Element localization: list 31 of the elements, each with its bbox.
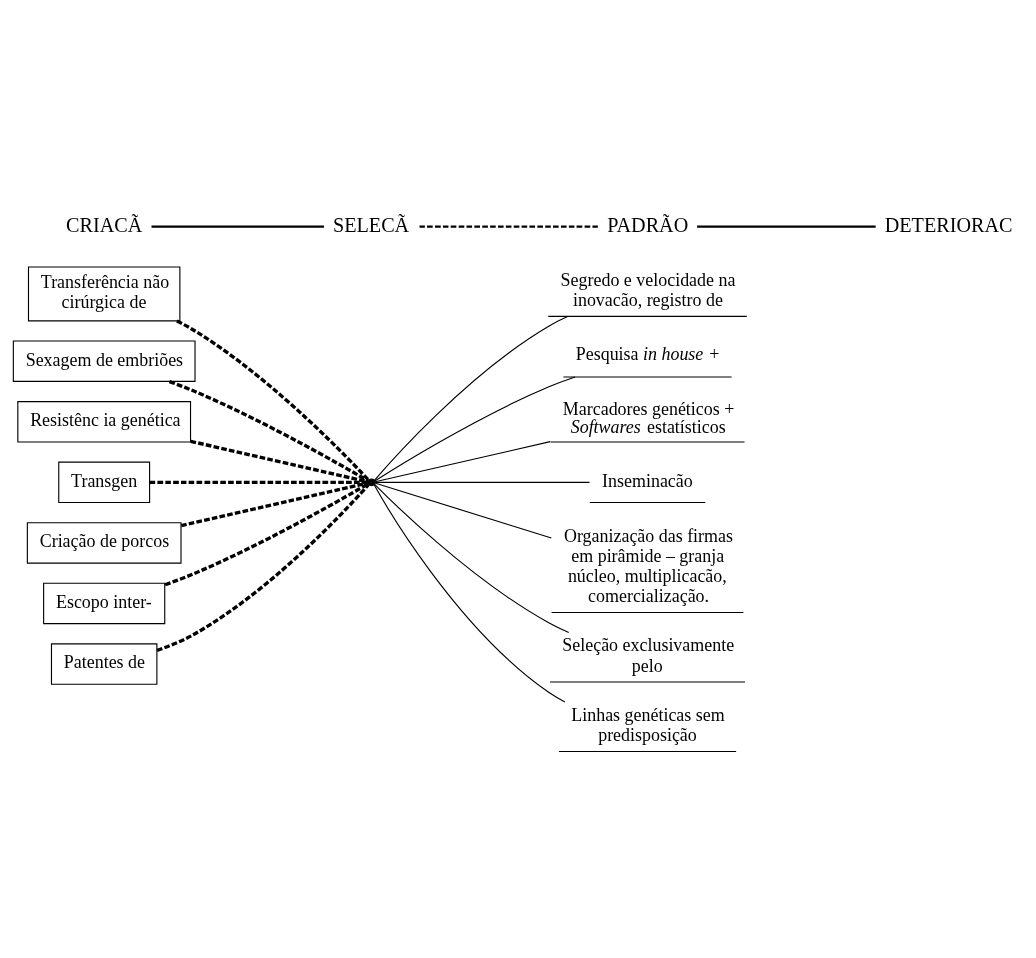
node-box: Sexagem de embriões xyxy=(12,340,196,382)
node-text: Marcadores genéticos + Softwares estatísticos xyxy=(562,398,735,437)
node-box: Transgen xyxy=(58,461,151,504)
connector xyxy=(149,480,368,485)
connector xyxy=(374,483,570,634)
label: DETERIORAC xyxy=(884,213,1013,236)
node-box: Escopo inter- xyxy=(43,582,166,625)
connector xyxy=(164,482,370,587)
connector xyxy=(374,316,569,481)
connector xyxy=(374,441,551,483)
label: PADRÃO xyxy=(607,213,689,236)
node-text: Inseminacão xyxy=(602,470,693,491)
connector xyxy=(180,481,369,528)
node-box: Resistênc ia genética xyxy=(17,401,192,443)
connector xyxy=(176,319,370,482)
connector xyxy=(373,484,566,703)
label: SELECÃ xyxy=(332,213,410,236)
connector xyxy=(374,481,591,483)
node-text: Seleção exclusivamente pelo xyxy=(562,635,735,676)
label: CRIACÃ xyxy=(66,213,143,236)
node-text: Pesquisa in house + xyxy=(575,343,720,364)
node-point xyxy=(367,478,376,487)
node-box: Transferência não cirúrgica de xyxy=(27,266,181,322)
node-text: Segredo e velocidade na inovacão, registro de xyxy=(560,269,736,311)
connector xyxy=(374,482,552,539)
connector xyxy=(156,483,370,652)
node-box: Patentes de xyxy=(50,643,158,685)
node-text: Linhas genéticas sem predisposição xyxy=(571,705,725,746)
node-box: Criação de porcos xyxy=(26,522,182,564)
node-text: Organização das firmas em pirâmide – granja núcleo, multiplicacão, comercialização. xyxy=(563,525,733,607)
connector xyxy=(374,376,576,482)
